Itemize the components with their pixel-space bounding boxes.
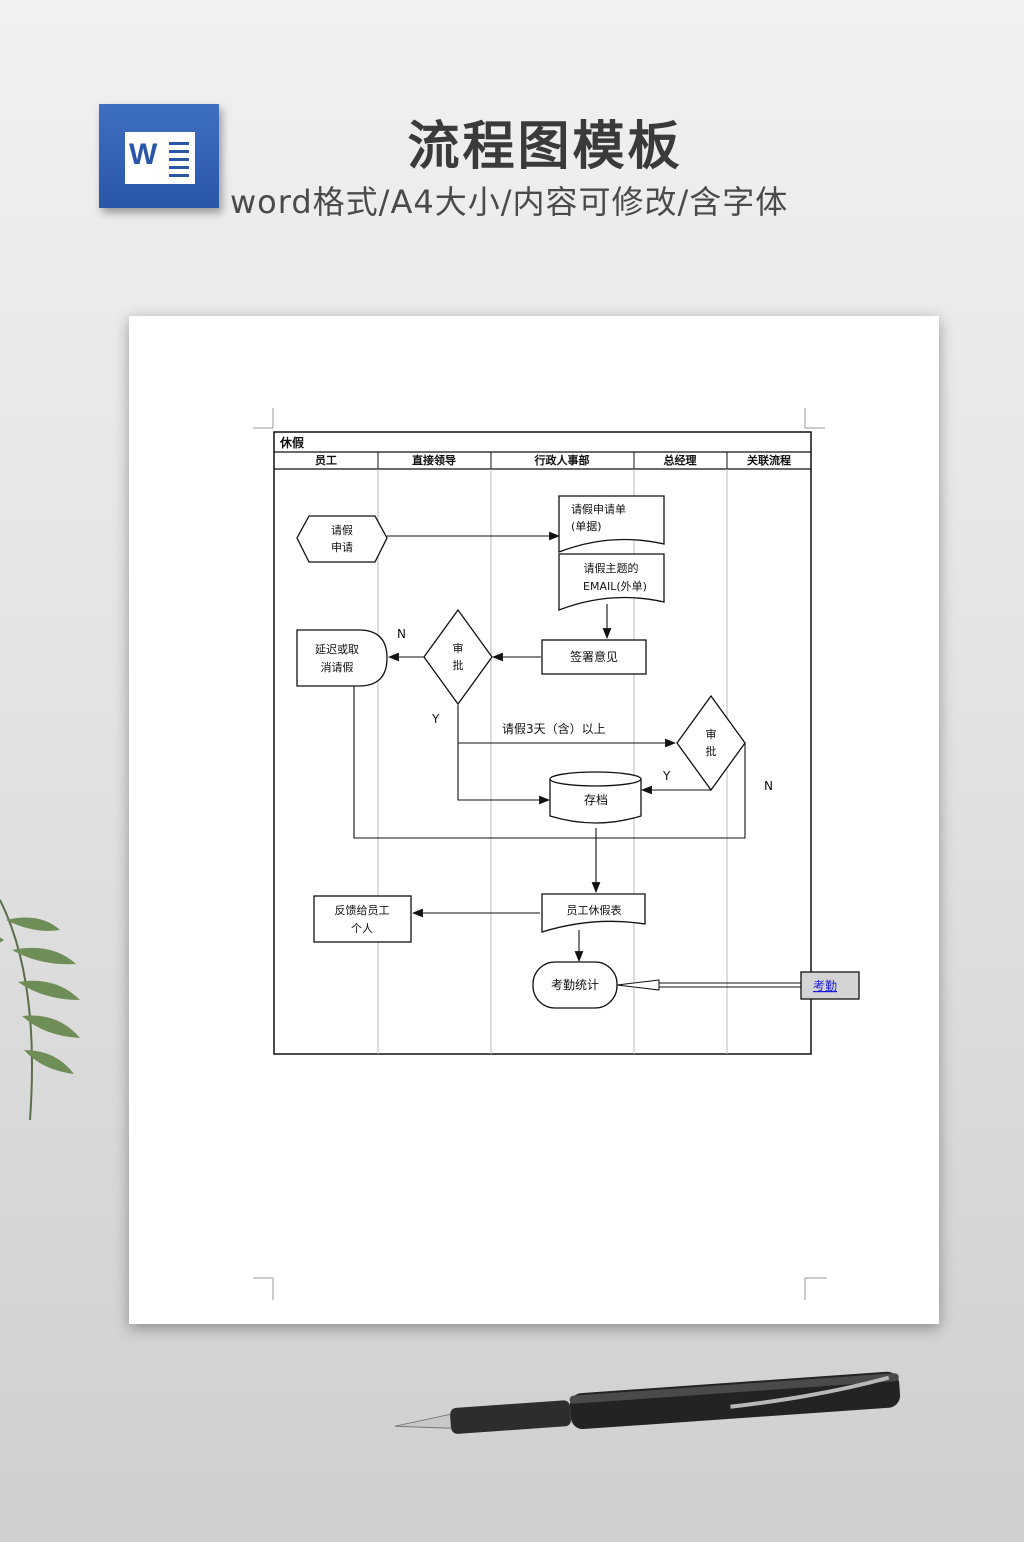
- email-node: 请假主题的 EMAIL(外单): [559, 554, 664, 610]
- svg-text:请假主题的: 请假主题的: [584, 561, 639, 575]
- form-node: 请假申请单 (单据): [559, 496, 664, 552]
- svg-text:审: 审: [706, 727, 717, 741]
- document-page: 休假 员工 直接领导 行政人事部 总经理 关联流程: [129, 316, 939, 1324]
- feedback-node: 反馈给员工 个人: [314, 896, 411, 942]
- label-n1: N: [397, 627, 406, 641]
- svg-text:批: 批: [453, 658, 464, 672]
- document-sheet-icon: W: [125, 132, 195, 184]
- delay-cancel-node: 延迟或取 消请假: [297, 630, 387, 686]
- word-logo-icon: W: [99, 104, 219, 208]
- svg-text:消请假: 消请假: [321, 660, 354, 674]
- label-y2: Y: [662, 769, 671, 783]
- lane-direct-leader: 直接领导: [412, 453, 456, 467]
- approve-decision-1: 审 批: [424, 610, 492, 704]
- attendance-link[interactable]: 考勤: [801, 972, 859, 999]
- logo-letter: W: [129, 138, 157, 172]
- svg-text:存档: 存档: [584, 793, 608, 807]
- svg-text:批: 批: [706, 744, 717, 758]
- attendance-stat-node: 考勤统计: [533, 962, 617, 1008]
- svg-text:延迟或取: 延迟或取: [315, 643, 359, 656]
- svg-text:请假申请单: 请假申请单: [571, 502, 626, 516]
- svg-text:签署意见: 签署意见: [570, 649, 618, 664]
- label-n2: N: [764, 779, 773, 793]
- flowchart: 休假 员工 直接领导 行政人事部 总经理 关联流程: [129, 316, 939, 1324]
- lane-admin-hr: 行政人事部: [534, 453, 590, 467]
- label-y1: Y: [431, 712, 440, 726]
- page-title: 流程图模板: [230, 104, 860, 179]
- svg-text:考勤: 考勤: [813, 979, 837, 993]
- apply-node: 请假 申请: [297, 516, 387, 562]
- svg-text:个人: 个人: [351, 922, 373, 935]
- lane-employee: 员工: [315, 454, 337, 467]
- svg-text:(单据): (单据): [571, 519, 602, 533]
- svg-text:员工休假表: 员工休假表: [567, 903, 622, 917]
- lane-general-manager: 总经理: [664, 453, 697, 467]
- svg-text:考勤统计: 考勤统计: [551, 978, 599, 992]
- svg-text:反馈给员工: 反馈给员工: [335, 904, 390, 917]
- svg-text:EMAIL(外单): EMAIL(外单): [583, 580, 647, 593]
- page-subtitle: word格式/A4大小/内容可修改/含字体: [230, 177, 920, 223]
- sign-node: 签署意见: [542, 640, 646, 674]
- link-connector: [617, 980, 801, 990]
- svg-text:申请: 申请: [331, 541, 353, 554]
- approve-decision-2: 审 批: [677, 696, 745, 790]
- table-title: 休假: [279, 435, 305, 450]
- archive-node: 存档: [550, 772, 641, 823]
- lane-related-process: 关联流程: [747, 453, 791, 467]
- svg-text:审: 审: [453, 641, 464, 655]
- leave-table-node: 员工休假表: [542, 894, 645, 932]
- svg-text:请假: 请假: [331, 523, 353, 537]
- leaf-decoration-icon: [0, 860, 90, 1130]
- label-three-days: 请假3天（含）以上: [502, 721, 606, 736]
- pen-decoration-icon: [390, 1368, 920, 1438]
